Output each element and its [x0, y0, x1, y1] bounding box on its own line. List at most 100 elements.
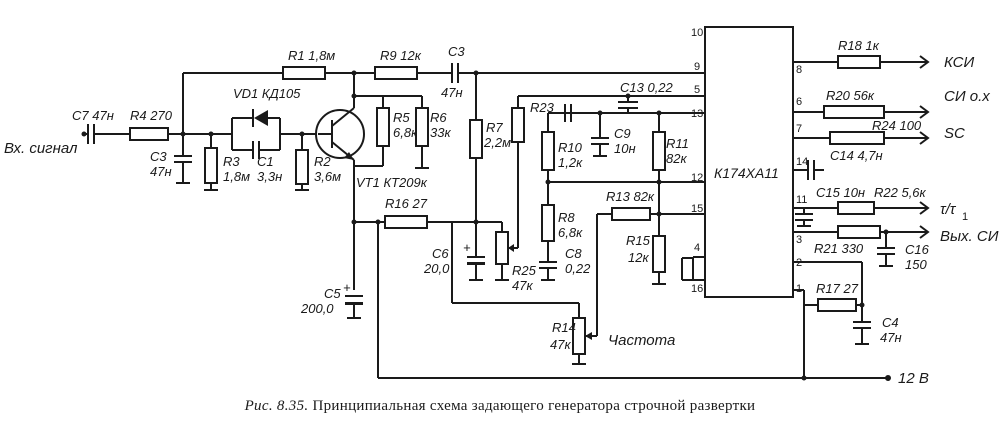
svg-text:+: +	[343, 280, 351, 295]
r6-label: R6	[430, 110, 447, 125]
r9-resistor	[374, 66, 418, 80]
c1-value: 3,3н	[257, 169, 282, 184]
r9-label: R9 12к	[380, 48, 422, 63]
vyh-si-label: Вых. СИ	[940, 228, 999, 245]
c6-label: C6	[432, 246, 449, 261]
r13-resistor	[611, 207, 651, 221]
pin-label: 3	[796, 234, 802, 246]
pin-label: 10	[691, 27, 703, 39]
ic-k174xa11: К174ХА11 10 9 5 13 12 15 4 16 8 6 7 14 1…	[691, 26, 808, 298]
si-ox-label: СИ о.х	[944, 88, 990, 105]
c7-label: C7 47н	[72, 108, 114, 123]
c3-input-value: 47н	[150, 164, 172, 179]
c5-label: C5	[324, 286, 341, 301]
r1-label: R1 1,8м	[288, 48, 335, 63]
r24-resistor	[829, 131, 885, 145]
timing-network: C9 10н R10 1,2к R11 82к R8 6,8к C8 0,22	[539, 110, 705, 320]
r25-label: R25	[512, 263, 537, 278]
pin-label: 7	[796, 123, 802, 135]
vd1-diode-icon	[254, 110, 268, 126]
c16-label: C16	[905, 242, 930, 257]
r8-resistor	[541, 204, 555, 242]
r23-label: R23	[530, 100, 555, 115]
plus-12v-label: 12 В	[898, 370, 929, 387]
ic-name: К174ХА11	[714, 165, 779, 181]
r1-resistor	[282, 66, 326, 80]
r7-label: R7	[486, 120, 503, 135]
input-label: Вх. сигнал	[4, 140, 78, 157]
input-section: Вх. сигнал C7 47н R4 270 C3 47н R3 1,8м	[4, 72, 283, 191]
c3-coupling-value: 47н	[441, 85, 463, 100]
c5-value: 200,0	[300, 301, 334, 316]
r10-resistor	[541, 131, 555, 171]
r4-label: R4 270	[130, 108, 173, 123]
r23-resistor	[511, 107, 525, 143]
right-outputs: R18 1к КСИ R20 56к СИ о.х R24 100 SC C14…	[793, 38, 999, 381]
r7-value: 2,2м	[483, 135, 511, 150]
r21-label: R21 330	[814, 241, 864, 256]
chastota-label: Частота	[608, 332, 675, 349]
r15-resistor	[652, 235, 666, 273]
top-bus: R1 1,8м R9 12к C3 47н R7 2,2м	[282, 44, 705, 222]
figure-number: Рис. 8.35.	[244, 398, 309, 414]
r2-label: R2	[314, 154, 331, 169]
r3-label: R3	[223, 154, 240, 169]
c3-coupling-label: C3	[448, 44, 465, 59]
c14-label: C14 4,7н	[830, 148, 883, 163]
c3-input-label: C3	[150, 149, 167, 164]
r11-label: R11	[666, 136, 689, 151]
tau-label: τ/τ	[940, 201, 957, 218]
c13-network: C13 0,22	[547, 80, 705, 132]
r16-label: R16 27	[385, 196, 428, 211]
r4-resistor	[129, 127, 169, 141]
r5-value: 6,8к	[393, 125, 418, 140]
r21-resistor	[837, 225, 881, 239]
figure-caption: Рис. 8.35. Принципиальная схема задающег…	[0, 398, 1000, 415]
pin-label: 9	[694, 61, 700, 73]
r18-resistor	[837, 55, 881, 69]
pin-label: 6	[796, 96, 802, 108]
r8-value: 6,8к	[558, 225, 583, 240]
c9-value: 10н	[614, 141, 636, 156]
c8-value: 0,22	[565, 261, 591, 276]
r10-value: 1,2к	[558, 155, 583, 170]
r22-label: R22 5,6к	[874, 185, 927, 200]
pin-label: 5	[694, 84, 700, 96]
lower-bus: R16 27 + C5 200,0 12 В + C6 20,0 R25 47	[300, 95, 929, 387]
r15-value: 12к	[628, 250, 649, 265]
r3-value: 1,8м	[223, 169, 250, 184]
sc-label: SC	[944, 125, 965, 142]
pin-label: 8	[796, 64, 802, 76]
c8-label: C8	[565, 246, 582, 261]
r6-value: 33к	[430, 125, 451, 140]
r3-resistor	[204, 147, 218, 184]
vd1-c1-network: VD1 КД105 C1 3,3н R2 3,6м	[231, 86, 341, 191]
r22-resistor	[837, 201, 875, 215]
r5-label: R5	[393, 110, 410, 125]
c4-label: C4	[882, 315, 899, 330]
c1-label: C1	[257, 154, 274, 169]
vt1-transistor: VT1 КТ209к	[315, 73, 428, 222]
r6-resistor	[415, 107, 429, 147]
svg-text:+: +	[463, 240, 471, 255]
r11-resistor	[652, 131, 666, 171]
r16-resistor	[384, 215, 428, 229]
r10-label: R10	[558, 140, 583, 155]
r13-label: R13 82к	[606, 189, 655, 204]
c6-value: 20,0	[423, 261, 450, 276]
r2-value: 3,6м	[314, 169, 341, 184]
c15-label: C15 10н	[816, 185, 865, 200]
r7-resistor	[469, 119, 483, 159]
r8-label: R8	[558, 210, 575, 225]
vt1-label: VT1 КТ209к	[356, 175, 428, 190]
c13-label: C13 0,22	[620, 80, 674, 95]
figure-title: Принципиальная схема задающего генератор…	[312, 398, 756, 414]
c16-value: 150	[905, 257, 927, 272]
c4-value: 47н	[880, 330, 902, 345]
r17-label: R17 27	[816, 281, 859, 296]
r14-label: R14	[552, 320, 576, 335]
r17-resistor	[817, 298, 857, 312]
ksi-label: КСИ	[944, 54, 975, 71]
r14-frequency-control: R14 47к Частота	[451, 222, 675, 365]
